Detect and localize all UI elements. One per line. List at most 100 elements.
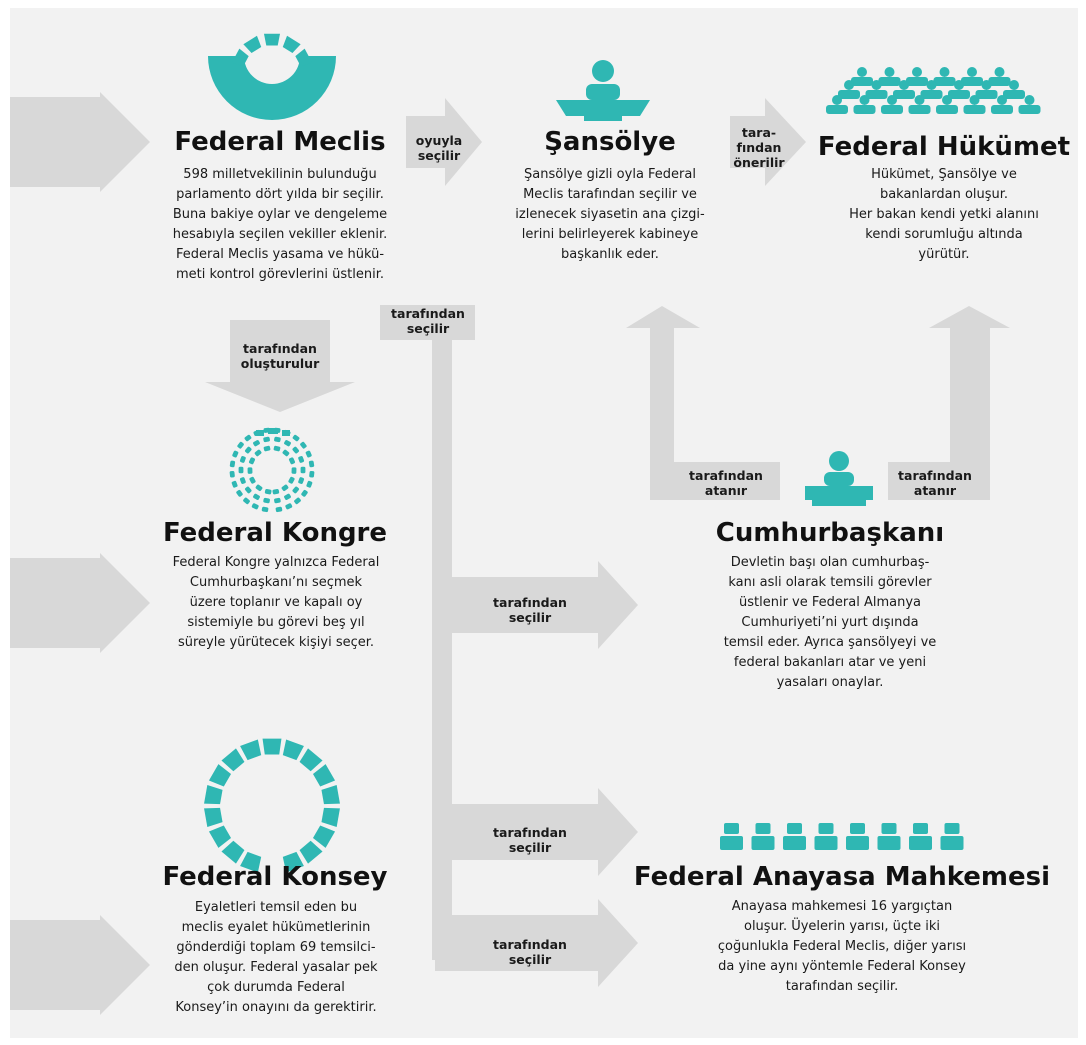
- arrow-atanir-hukumet: [888, 306, 1010, 500]
- arrow-atanir-sansolye: [626, 306, 780, 500]
- entry-arrow-meclis: [10, 92, 150, 192]
- arrow-label-line: oyuyla: [415, 133, 463, 148]
- entry-arrow-kongre: [10, 553, 150, 653]
- konsey-desc-line: çok durumda Federal: [207, 980, 345, 995]
- cumhurbaskani-desc-line: yasaları onaylar.: [776, 675, 884, 690]
- sansolye-desc-line: lerini belirleyerek kabineye: [521, 227, 699, 242]
- arrow-label-line: tarafından: [493, 825, 567, 840]
- meclis-title: Federal Meclis: [174, 127, 386, 157]
- konsey-desc-line: Eyaletleri temsil eden bu: [194, 900, 358, 915]
- hukumet-desc-line: bakanlardan oluşur.: [879, 187, 1009, 202]
- konsey-desc-line: meclis eyalet hükümetlerinin: [181, 920, 371, 935]
- mahkeme-desc-line: tarafından seçilir.: [785, 979, 899, 994]
- arrow-label-line: tarafından: [898, 468, 972, 483]
- cumhurbaskani-desc-line: üstlenir ve Federal Almanya: [739, 595, 921, 610]
- mahkeme-desc-line: Anayasa mahkemesi 16 yargıçtan: [731, 899, 953, 914]
- president-person-icon: [805, 451, 873, 506]
- arrow-label-line: önerilir: [733, 155, 785, 170]
- konsey-desc-line: gönderdiği toplam 69 temsilci-: [176, 940, 376, 955]
- mahkeme-desc-line: da yine aynı yöntemle Federal Konsey: [718, 959, 966, 974]
- arrow-label-line: oluşturulur: [240, 356, 320, 371]
- arrow-label-line: tara-: [741, 125, 777, 140]
- meclis-desc-line: hesabıyla seçilen vekiller eklenir.: [172, 227, 388, 242]
- parliament-hemicycle-icon: [208, 33, 336, 120]
- judges-row-icon: [720, 823, 964, 850]
- hukumet-desc-line: Hükümet, Şansölye ve: [871, 167, 1017, 182]
- hukumet-desc-line: Her bakan kendi yetki alanını: [849, 207, 1039, 222]
- hukumet-description: Hükümet, Şansölye ve bakanlardan oluşur. H…: [810, 165, 1078, 265]
- arrow-label-line: tarafından: [493, 595, 567, 610]
- arrow-label-line: tarafından: [391, 306, 465, 321]
- mahkeme-desc-line: oluşur. Üyelerin yarısı, üçte iki: [743, 919, 940, 934]
- arrow-label-line: tarafından: [689, 468, 763, 483]
- konsey-desc-line: den oluşur. Federal yasalar pek: [174, 960, 378, 975]
- arrow-label-line: fından: [736, 140, 782, 155]
- diagram-panel: [10, 8, 1078, 1038]
- mahkeme-title: Federal Anayasa Mahkemesi: [633, 862, 1051, 892]
- kongre-desc-line: üzere toplanır ve kapalı oy: [189, 595, 363, 610]
- hukumet-desc-line: kendi sorumluğu altında: [865, 227, 1023, 242]
- hukumet-desc-line: yürütür.: [918, 247, 970, 262]
- arrow-label-line: seçilir: [508, 840, 552, 855]
- kongre-title: Federal Kongre: [162, 518, 388, 548]
- mahkeme-desc-line: çoğunlukla Federal Meclis, diğer yarısı: [717, 939, 967, 954]
- meclis-desc-line: meti kontrol görevlerini üstlenir.: [176, 267, 384, 282]
- arrow-trunk-secilir: [380, 305, 475, 960]
- arrow-secilir-konsey: [435, 899, 638, 987]
- cabinet-people-icon: [826, 67, 1041, 114]
- convention-circle-icon: [229, 427, 315, 513]
- meclis-desc-line: Buna bakiye oylar ve dengeleme: [172, 207, 388, 222]
- arrow-secilir-cumhurbaskani: [435, 561, 638, 649]
- konsey-description: Eyaletleri temsil eden bu meclis eyalet h…: [135, 898, 417, 1018]
- kongre-desc-line: süreyle yürütecek kişiyi seçer.: [177, 635, 375, 650]
- sansolye-desc-line: Meclis tarafından seçilir ve: [523, 187, 697, 202]
- cumhurbaskani-description: Devletin başı olan cumhurbaş-kanı asli o…: [685, 553, 975, 693]
- hukumet-title: Federal Hükümet: [817, 132, 1071, 162]
- meclis-desc-line: Federal Meclis yasama ve hükü-: [175, 247, 385, 262]
- cumhurbaskani-desc-line: Devletin başı olan cumhurbaş-: [730, 555, 930, 570]
- cumhurbaskani-title: Cumhurbaşkanı: [715, 518, 945, 548]
- sansolye-desc-line: Şansölye gizli oyla Federal: [524, 167, 696, 182]
- arrow-label-line: atanır: [704, 483, 748, 498]
- cumhurbaskani-desc-line: temsil eder. Ayrıca şansölyeyi ve: [723, 635, 937, 650]
- arrow-tarafindan-onerilir: [730, 98, 806, 186]
- mahkeme-description: Anayasa mahkemesi 16 yargıçtan oluşur. Üy…: [660, 897, 1024, 997]
- sansolye-desc-line: başkanlık eder.: [561, 247, 659, 262]
- konsey-title: Federal Konsey: [162, 862, 388, 892]
- konsey-desc-line: Konsey’in onayını da gerektirir.: [175, 1000, 377, 1015]
- arrow-label-line: seçilir: [508, 952, 552, 967]
- cumhurbaskani-desc-line: kanı asli olarak temsili görevler: [728, 575, 932, 590]
- meclis-description: 598 milletvekilinin bulunduğu parlamento …: [140, 165, 420, 285]
- arrow-label-line: tarafından: [243, 341, 317, 356]
- kongre-desc-line: Federal Kongre yalnızca Federal: [172, 555, 380, 570]
- arrow-tarafindan-olusturulur: [205, 320, 355, 412]
- arrow-label-line: seçilir: [406, 321, 450, 336]
- meclis-desc-line: parlamento dört yılda bir seçilir.: [176, 187, 384, 202]
- meclis-desc-line: 598 milletvekilinin bulunduğu: [183, 167, 377, 182]
- kongre-desc-line: Cumhurbaşkanı’nı seçmek: [189, 575, 363, 590]
- arrow-label-line: seçilir: [417, 148, 461, 163]
- kongre-desc-line: sistemiyle bu görevi beş yıl: [187, 615, 365, 630]
- sansolye-title: Şansölye: [544, 127, 676, 157]
- cumhurbaskani-desc-line: Cumhuriyeti’ni yurt dışında: [741, 615, 919, 630]
- sansolye-desc-line: izlenecek siyasetin ana çizgi-: [515, 207, 705, 222]
- council-ring-icon: [204, 738, 340, 873]
- arrow-secilir-mahkeme: [452, 788, 638, 876]
- arrow-label-line: tarafından: [493, 937, 567, 952]
- arrow-label-line: seçilir: [508, 610, 552, 625]
- cumhurbaskani-desc-line: federal bakanları atar ve yeni: [733, 655, 927, 670]
- chancellor-person-icon: [556, 60, 650, 121]
